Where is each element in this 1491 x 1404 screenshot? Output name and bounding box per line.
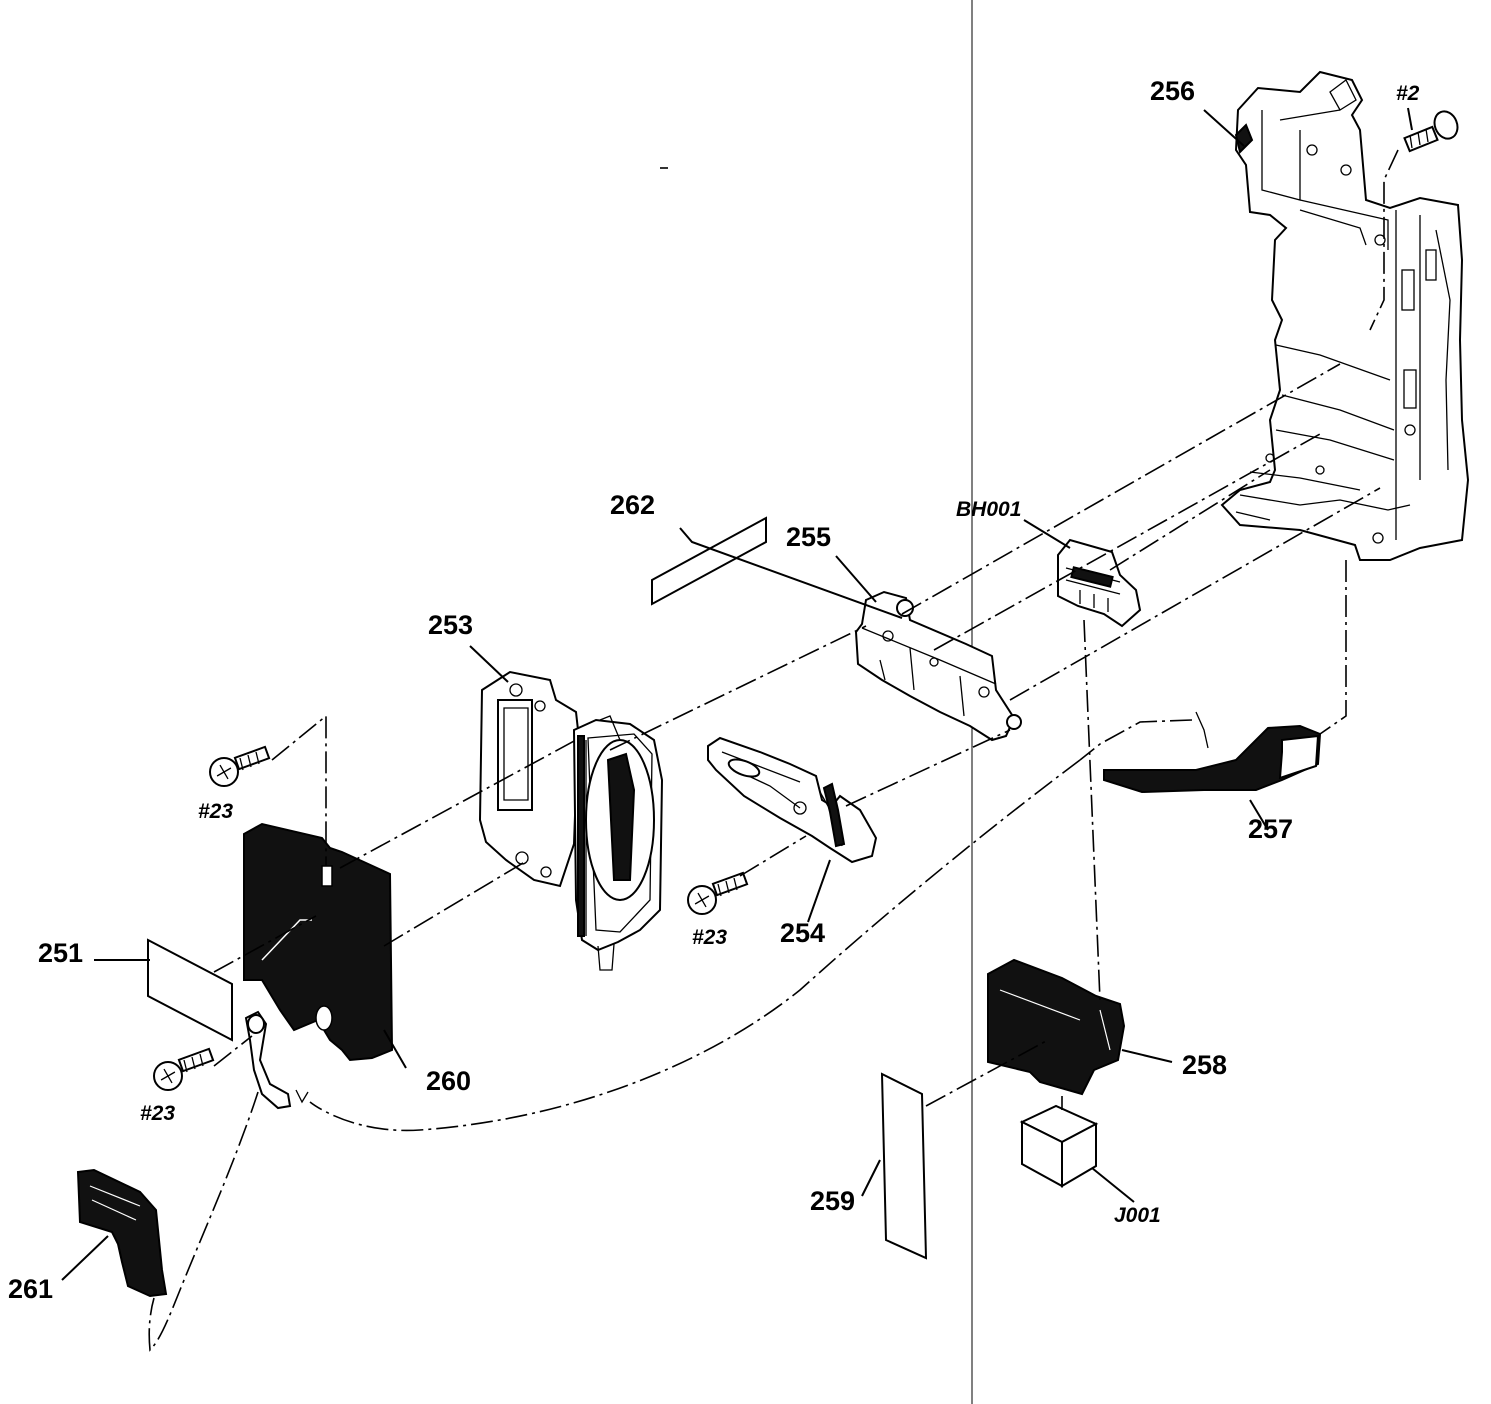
label-bh001: BH001 (956, 498, 1021, 521)
label-259: 259 (810, 1186, 855, 1216)
label-251: 251 (38, 938, 83, 968)
label-253: 253 (428, 610, 473, 640)
label-screw-23-top: #23 (198, 800, 233, 823)
label-262: 262 (610, 490, 655, 520)
part-251-sheet (147, 938, 233, 1042)
label-screw-2: #2 (1396, 82, 1420, 105)
label-256: 256 (1150, 76, 1195, 106)
screw-23-icon (209, 745, 271, 787)
part-262-label-strip (651, 516, 767, 606)
part-bh001-battery-holder (1057, 538, 1142, 628)
label-j001: J001 (1114, 1204, 1161, 1227)
leader-lines (61, 107, 1413, 1281)
screw-23-icon (153, 1047, 215, 1091)
part-257-flex-cable (1103, 711, 1322, 794)
part-j001-cube (1019, 1104, 1099, 1188)
label-screw-23-bottom: #23 (140, 1102, 175, 1125)
label-257: 257 (1248, 814, 1293, 844)
part-254-shoe-bracket (707, 736, 878, 864)
part-261-small-board (76, 1168, 168, 1298)
label-260: 260 (426, 1066, 471, 1096)
part-255-bracket (854, 590, 1022, 742)
part-256-main-frame (1220, 70, 1470, 561)
label-254: 254 (780, 918, 825, 948)
label-screw-23-mid: #23 (692, 926, 727, 949)
assembly-lines (148, 149, 1399, 1352)
part-253-lens-frame (478, 670, 664, 971)
label-261: 261 (8, 1274, 53, 1304)
label-255: 255 (786, 522, 831, 552)
screw-2-icon (1403, 110, 1459, 153)
part-258-block (987, 958, 1126, 1096)
small-flex-connector (244, 1010, 309, 1110)
part-259-sheet (880, 1072, 928, 1260)
label-258: 258 (1182, 1050, 1227, 1080)
part-260-circuit-board (243, 822, 394, 1062)
screw-23-icon (687, 871, 749, 915)
